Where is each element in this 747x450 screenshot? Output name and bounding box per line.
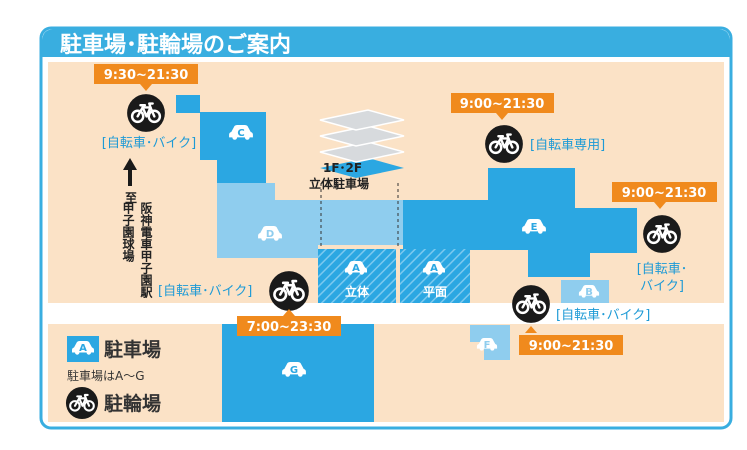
svg-text:甲子園球場: 甲子園球場 [121, 202, 135, 263]
svg-text:[自転車･: [自転車･ [637, 262, 688, 277]
svg-text:A: A [430, 263, 438, 274]
svg-text:至: 至 [125, 191, 137, 205]
lot-a-multilevel-marker: A 立体 [345, 261, 370, 299]
legend: A 駐車場 駐車場はA～G 駐輪場 [65, 336, 161, 420]
bicycle-icon [511, 284, 551, 324]
svg-text:A: A [352, 263, 360, 274]
lot-c-marker: C [229, 124, 253, 140]
direction-to-station: 至 阪神電車甲子園駅 甲子園球場 [121, 158, 153, 299]
svg-text:9:00~21:30: 9:00~21:30 [529, 339, 614, 354]
svg-text:9:30~21:30: 9:30~21:30 [104, 68, 189, 83]
svg-text:バイク]: バイク] [640, 279, 684, 294]
svg-text:平面: 平面 [423, 285, 447, 299]
svg-text:駐輪場: 駐輪場 [104, 392, 161, 415]
svg-text:9:00~21:30: 9:00~21:30 [460, 97, 545, 112]
bicycle-icon [484, 124, 524, 164]
lot-f-marker: F [476, 338, 498, 351]
structure-floors-label: 1F･2F [323, 161, 362, 175]
svg-text:7:00~23:30: 7:00~23:30 [247, 320, 332, 335]
page-title: 駐車場･駐輪場のご案内 [60, 32, 291, 58]
svg-text:D: D [266, 229, 274, 240]
bike-spot-center: [自転車･バイク] 7:00~23:30 [158, 270, 341, 336]
svg-text:[自転車･バイク]: [自転車･バイク] [102, 136, 196, 151]
svg-text:9:00~21:30: 9:00~21:30 [622, 186, 707, 201]
svg-text:B: B [585, 287, 593, 298]
svg-text:[自転車･バイク]: [自転車･バイク] [158, 284, 252, 299]
svg-text:[自転車･バイク]: [自転車･バイク] [556, 308, 650, 323]
title-bar [42, 29, 730, 57]
bike-spot-bottom-right: [自転車･バイク] 9:00~21:30 [511, 284, 650, 355]
bike-spot-top-left: 9:30~21:30 [自転車･バイク] [94, 64, 198, 151]
lot-a-flat [400, 249, 470, 303]
lot-a-flat-marker: A 平面 [423, 261, 447, 299]
structure-name-label: 立体駐車場 [309, 176, 369, 191]
svg-text:F: F [484, 340, 491, 351]
lot-g-marker: G [282, 361, 306, 377]
svg-text:駐車場: 駐車場 [104, 338, 161, 361]
svg-text:E: E [531, 222, 538, 233]
lot-d-marker: D [258, 225, 282, 241]
svg-text:A: A [79, 343, 87, 354]
svg-text:駐車場はA～G: 駐車場はA～G [67, 368, 145, 383]
bike-spot-top-right: 9:00~21:30 [自転車専用] [451, 93, 605, 164]
svg-text:[自転車専用]: [自転車専用] [530, 138, 605, 153]
lot-e-marker: E [522, 218, 546, 234]
svg-text:立体: 立体 [345, 284, 370, 299]
bicycle-icon [126, 93, 166, 133]
up-arrow-icon [123, 158, 137, 186]
bicycle-icon [268, 270, 310, 312]
svg-text:G: G [290, 365, 298, 376]
legend-bicycle-icon [65, 386, 99, 420]
lot-b-marker: B [578, 285, 600, 298]
bicycle-icon [642, 214, 682, 254]
lot-c-building [176, 95, 266, 183]
bike-spot-right: 9:00~21:30 [自転車･ バイク] [612, 182, 717, 294]
multilevel-layers [319, 109, 405, 178]
svg-text:C: C [237, 128, 244, 139]
lot-a-multilevel [318, 249, 396, 303]
svg-text:阪神電車甲子園駅: 阪神電車甲子園駅 [139, 202, 153, 299]
